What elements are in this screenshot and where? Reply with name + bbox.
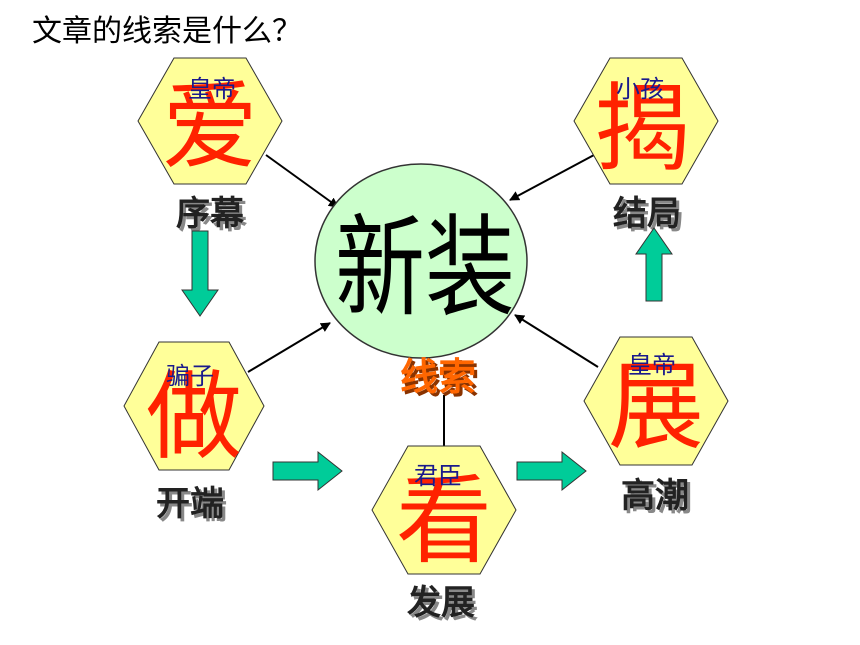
node-char: 看: [396, 465, 492, 577]
node-stage: 序幕: [176, 194, 245, 234]
flow-arrow-right-1: [272, 450, 343, 492]
node-char: 揭: [594, 73, 690, 185]
node-char: 做: [146, 361, 242, 473]
flow-arrow-right-2: [516, 450, 587, 492]
node-stage: 开端: [156, 484, 224, 524]
node-stage: 高潮: [621, 476, 689, 516]
stage-shadow: 高潮: [624, 479, 692, 519]
node-stage: 发展: [407, 583, 475, 623]
node-zhan: 展 皇帝 高潮 高潮: [583, 336, 729, 519]
stage-shadow: 开端: [159, 487, 227, 527]
node-char: 爱: [162, 71, 258, 183]
node-role: 皇帝: [188, 75, 236, 103]
clue-label: 线索 线索: [400, 355, 479, 402]
page-question: 文章的线索是什么？: [32, 14, 302, 49]
connector-zhan: [514, 314, 599, 368]
node-role: 小孩: [616, 75, 664, 103]
node-zuo: 做 骗子 开端 开端: [123, 341, 265, 527]
connector-zuo: [247, 322, 331, 373]
stage-shadow: 发展: [410, 586, 478, 626]
svg-text:线索: 线索: [403, 358, 479, 402]
flow-arrow-down: [181, 230, 219, 317]
node-role: 君臣: [414, 462, 462, 490]
center-node: 新装 线索 线索: [314, 163, 528, 402]
connector-ai: [265, 154, 339, 208]
node-kan: 看 君臣 发展 发展: [371, 445, 517, 626]
center-main-text: 新装: [335, 204, 515, 332]
node-ai: 爱 皇帝 序幕 序幕: [137, 57, 283, 237]
flow-arrow-up: [635, 227, 673, 302]
node-stage: 结局: [613, 194, 681, 234]
connector-jie: [509, 154, 595, 201]
node-char: 展: [608, 351, 704, 463]
svg-text:线索: 线索: [400, 355, 476, 399]
node-jie: 揭 小孩 结局 结局: [573, 57, 719, 237]
stage-shadow: 序幕: [179, 197, 248, 237]
node-role: 皇帝: [628, 351, 676, 379]
node-role: 骗子: [166, 362, 214, 390]
stage-shadow: 结局: [616, 197, 684, 237]
